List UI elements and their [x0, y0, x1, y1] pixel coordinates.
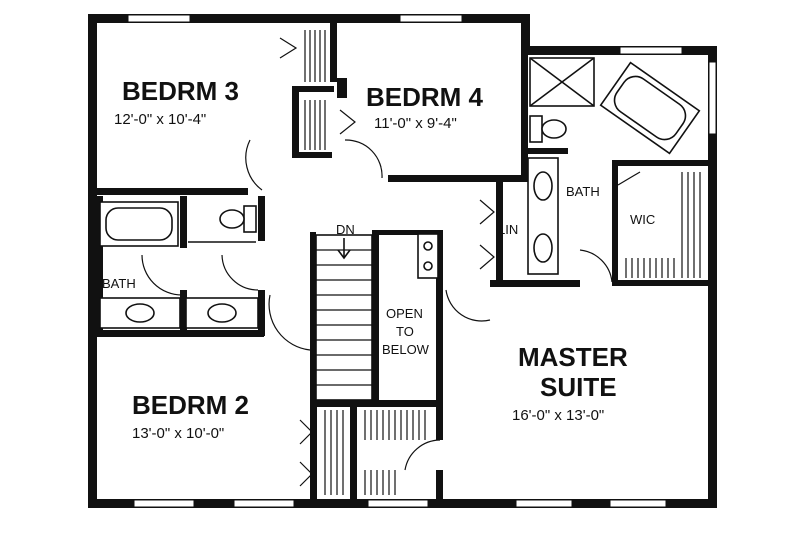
bedrm2-name: BEDRM 2: [132, 390, 249, 420]
open-below-line-2: TO: [396, 324, 414, 339]
bedrm4-dims: 11'-0" x 9'-4": [374, 115, 457, 132]
open-below-line-3: BELOW: [382, 342, 430, 357]
hall-bath-label: BATH: [102, 276, 136, 291]
bath-fixtures: [99, 57, 701, 329]
master-bath-label: BATH: [566, 184, 600, 199]
stair-dn-label: DN: [336, 222, 355, 237]
master-dims: 16'-0" x 13'-0": [512, 407, 604, 424]
bedrm3-name: BEDRM 3: [122, 76, 239, 106]
bedrm2-dims: 13'-0" x 10'-0": [132, 425, 224, 442]
doors: [141, 139, 641, 471]
linen-label: LIN: [498, 222, 518, 237]
staircase: [315, 233, 439, 401]
interior-walls: [96, 22, 714, 500]
wic-label: WIC: [630, 212, 655, 227]
master-name-2: SUITE: [540, 372, 617, 402]
windows: [127, 14, 717, 508]
closet-hatching: [279, 30, 701, 495]
room-labels: BEDRM 3 12'-0" x 10'-4" BEDRM 4 11'-0" x…: [102, 76, 655, 442]
open-below-line-1: OPEN: [386, 306, 423, 321]
master-name-1: MASTER: [518, 342, 628, 372]
bedrm3-dims: 12'-0" x 10'-4": [114, 111, 206, 128]
bedrm4-name: BEDRM 4: [366, 82, 484, 112]
